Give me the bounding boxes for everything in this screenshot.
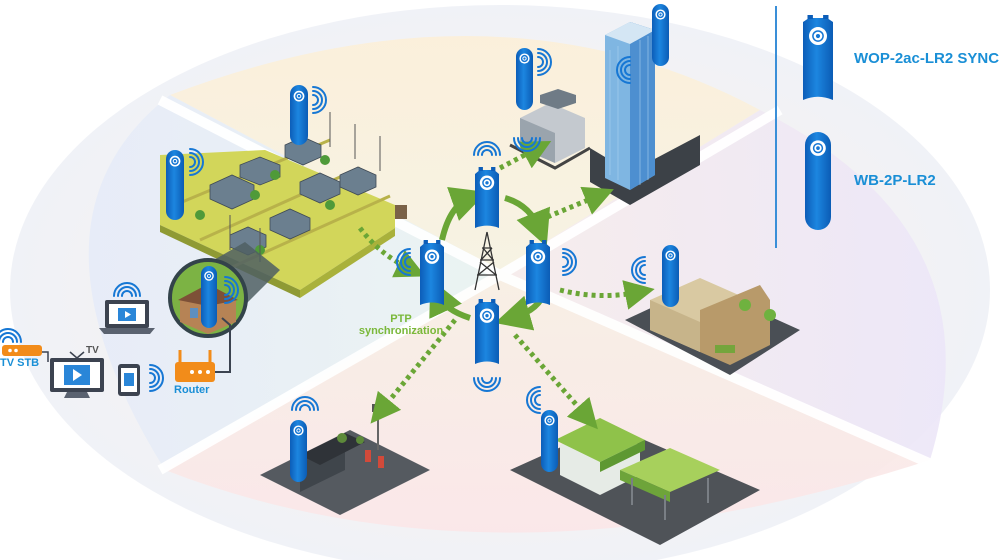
wifi-icon xyxy=(616,56,631,84)
sync-device-right xyxy=(526,240,550,305)
legend-divider xyxy=(775,6,777,248)
village-client-device-2 xyxy=(166,150,184,220)
cell-tower xyxy=(474,231,500,291)
link-arrows xyxy=(357,141,655,430)
school-client-device xyxy=(662,245,679,307)
tv-label: TV xyxy=(86,345,99,356)
ptp-label-line2: synchronization xyxy=(358,325,444,337)
wifi-icon xyxy=(149,364,164,392)
wifi-icon xyxy=(224,276,239,304)
wifi-icon xyxy=(473,141,501,156)
wifi-icon xyxy=(312,86,327,114)
legend-label-wb-2p-lr2: WB-2P-LR2 xyxy=(854,172,936,189)
ptp-label-line1: PTP xyxy=(390,313,412,325)
sync-device-left xyxy=(420,240,444,305)
tablet-icon xyxy=(118,364,140,396)
router-cable xyxy=(215,317,231,373)
bus-stop-client-device xyxy=(290,420,307,482)
village-client-device xyxy=(290,85,308,145)
tv-cable xyxy=(42,351,49,362)
wifi-icon xyxy=(396,248,411,276)
office-client-device xyxy=(516,48,533,110)
sync-device-top xyxy=(475,167,499,228)
legend-wop-device-icon xyxy=(803,15,833,100)
laptop-icon xyxy=(99,300,155,334)
gas-station-client-device xyxy=(541,410,558,472)
wifi-icon xyxy=(291,396,319,411)
quadrant-right xyxy=(500,110,946,460)
legend-label-wop-2ac-lr2-sync: WOP-2ac-LR2 SYNC xyxy=(854,50,1000,67)
wifi-icon xyxy=(631,256,646,284)
router-icon xyxy=(175,350,215,382)
wifi-icon xyxy=(537,48,552,76)
gas-station-scene xyxy=(510,418,760,545)
legend-wb-device-icon xyxy=(805,132,831,230)
wifi-icon xyxy=(526,386,541,414)
tv-stb-label: TV STB xyxy=(0,357,40,369)
wifi-icon xyxy=(473,377,501,392)
bus-stop-scene xyxy=(260,404,430,515)
tv-stb-icon xyxy=(2,345,42,356)
wifi-icon xyxy=(0,328,22,343)
ptp-synchronization-label: PTP synchronization xyxy=(346,313,456,337)
wifi-icon xyxy=(513,137,541,152)
router-label: Router xyxy=(174,384,210,396)
wifi-icon xyxy=(562,248,577,276)
wifi-icon xyxy=(189,148,204,176)
skyscraper-client-device xyxy=(652,4,669,66)
wifi-icon xyxy=(113,282,141,297)
house-client-device xyxy=(201,266,217,328)
tv-icon xyxy=(50,351,104,398)
school-scene xyxy=(625,278,800,375)
sync-device-bottom xyxy=(475,299,499,364)
